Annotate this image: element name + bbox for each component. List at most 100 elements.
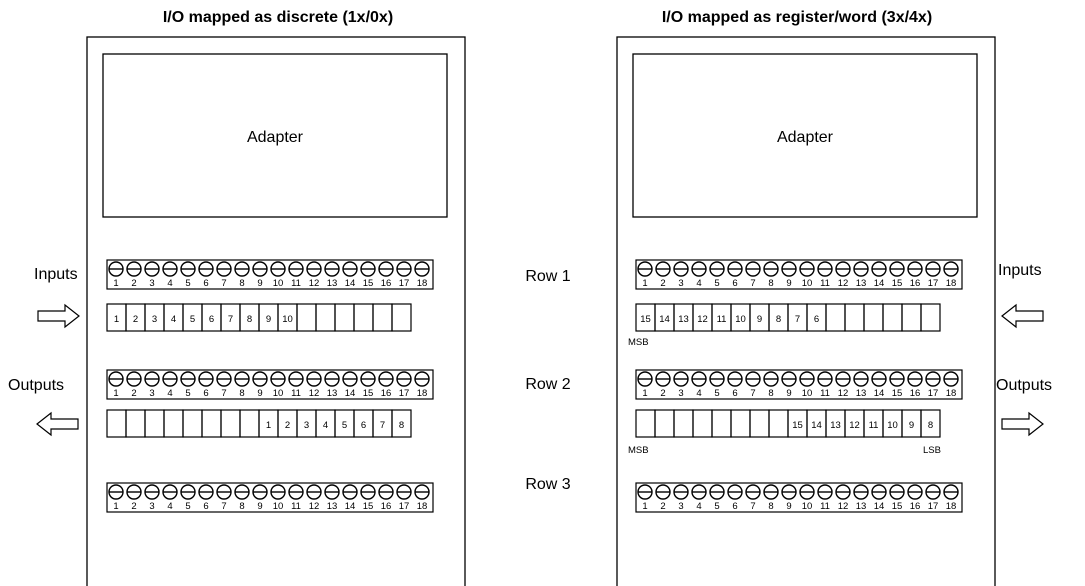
bit-cell: 8 (920, 409, 941, 438)
terminal-screw-icon (907, 261, 923, 277)
bit-cell (844, 303, 865, 332)
terminal-screw-icon (727, 484, 743, 500)
terminal-number: 12 (838, 501, 849, 512)
bit-cell: 5 (182, 303, 203, 332)
terminal-number: 12 (309, 388, 320, 399)
terminal-screw-icon (817, 261, 833, 277)
terminal-screw-icon (324, 261, 340, 277)
bit-cell: 15 (635, 303, 656, 332)
bit-cell-number: 8 (399, 420, 404, 431)
terminal-number: 13 (327, 501, 338, 512)
bit-cell (882, 303, 903, 332)
bit-cell-number: 12 (849, 420, 860, 431)
bit-cell (372, 303, 393, 332)
terminal-number: 11 (820, 501, 830, 512)
terminal-number: 3 (678, 501, 683, 512)
terminal-screw-icon (126, 261, 142, 277)
terminal-screw-icon (853, 371, 869, 387)
terminal-screw-icon (414, 371, 430, 387)
bit-cell-number: 15 (640, 314, 651, 325)
bit-cell: 7 (372, 409, 393, 438)
bit-cell (182, 409, 203, 438)
bit-cell-number: 8 (247, 314, 252, 325)
terminal-number: 13 (856, 388, 867, 399)
bit-cell: 7 (220, 303, 241, 332)
terminal-number: 18 (417, 388, 428, 399)
terminal-number: 1 (642, 501, 647, 512)
bit-cell: 4 (163, 303, 184, 332)
left-adapter: Adapter (102, 53, 448, 218)
terminal-number: 5 (714, 501, 719, 512)
bit-cell-number: 9 (909, 420, 914, 431)
terminal-screw-icon (180, 371, 196, 387)
bit-cell (825, 303, 846, 332)
terminal-number: 12 (309, 501, 320, 512)
terminal-screw-icon (396, 484, 412, 500)
terminal-screw-icon (288, 261, 304, 277)
terminal-screw-icon (270, 484, 286, 500)
terminal-screw-icon (907, 484, 923, 500)
terminal-screw-icon (342, 484, 358, 500)
terminal-number: 13 (327, 388, 338, 399)
bit-cell-number: 6 (814, 314, 819, 325)
terminal-number: 15 (363, 501, 374, 512)
terminal-number: 8 (239, 388, 244, 399)
bit-cell-number: 1 (266, 420, 271, 431)
bit-cell (163, 409, 184, 438)
terminal-screw-icon (342, 261, 358, 277)
terminal-screw-icon (709, 371, 725, 387)
left-inputs-label: Inputs (34, 266, 78, 283)
terminal-number: 6 (732, 278, 737, 289)
terminal-number: 17 (399, 388, 410, 399)
terminal-screw-icon (108, 484, 124, 500)
terminal-number: 4 (167, 501, 172, 512)
bit-cell: 15 (787, 409, 808, 438)
terminal-number: 7 (221, 501, 226, 512)
terminal-screw-icon (763, 261, 779, 277)
bit-cell: 3 (144, 303, 165, 332)
terminal-screw-icon (396, 261, 412, 277)
terminal-number: 1 (642, 278, 647, 289)
bit-cell: 1 (258, 409, 279, 438)
terminal-screw-icon (871, 261, 887, 277)
terminal-number: 2 (660, 278, 665, 289)
terminal-number: 7 (750, 278, 755, 289)
terminal-number: 9 (786, 501, 791, 512)
terminal-number: 7 (750, 388, 755, 399)
terminal-screw-icon (691, 484, 707, 500)
terminal-number: 14 (874, 388, 885, 399)
bit-cell-number: 7 (380, 420, 385, 431)
terminal-screw-icon (835, 484, 851, 500)
left-module-enclosure (86, 36, 466, 586)
terminal-number: 9 (257, 278, 262, 289)
terminal-screw-icon (835, 371, 851, 387)
terminal-screw-icon (198, 371, 214, 387)
terminal-screw-icon (306, 371, 322, 387)
terminal-number: 12 (309, 278, 320, 289)
terminal-screw-icon (781, 484, 797, 500)
terminal-screw-icon (853, 261, 869, 277)
bit-cell-number: 14 (659, 314, 670, 325)
terminal-screw-icon (943, 261, 959, 277)
terminal-number: 2 (131, 388, 136, 399)
terminal-screw-icon (108, 261, 124, 277)
bit-cell: 14 (654, 303, 675, 332)
terminal-screw-icon (799, 371, 815, 387)
terminal-screw-icon (889, 484, 905, 500)
terminal-screw-icon (252, 371, 268, 387)
terminal-number: 10 (273, 388, 284, 399)
left-output-arrow-icon (36, 411, 79, 437)
terminal-screw-icon (745, 371, 761, 387)
terminal-number: 5 (714, 388, 719, 399)
bit-cell-number: 13 (830, 420, 841, 431)
terminal-screw-icon (144, 371, 160, 387)
terminal-number: 11 (291, 278, 301, 289)
terminal-screw-icon (889, 371, 905, 387)
terminal-number: 2 (131, 278, 136, 289)
terminal-number: 11 (291, 388, 301, 399)
bit-cell-number: 6 (209, 314, 214, 325)
